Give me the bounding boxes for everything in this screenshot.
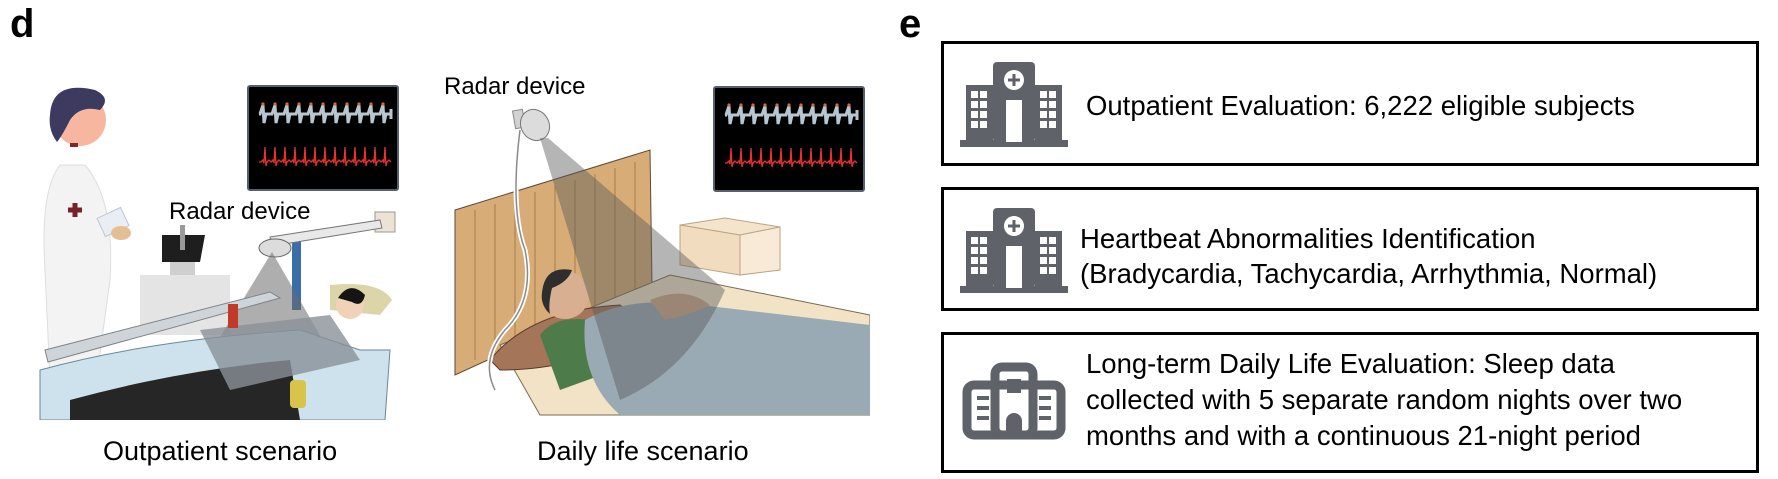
vital-signs-monitor xyxy=(247,85,399,191)
peak-marker xyxy=(345,102,349,106)
peak-marker xyxy=(381,102,385,106)
box-text-line: months and with a continuous 21-night pe… xyxy=(1086,420,1641,451)
hospital-icon xyxy=(960,62,1068,147)
outpatient-scene-illustration xyxy=(39,87,396,420)
radar-beam xyxy=(540,138,725,400)
peak-marker xyxy=(357,102,361,106)
peak-marker xyxy=(261,102,265,106)
peak-marker xyxy=(297,102,301,106)
box-text-line: Long-term Daily Life Evaluation: Sleep d… xyxy=(1086,348,1615,379)
heartbeat-abnormalities-box: Heartbeat Abnormalities Identification (… xyxy=(941,187,1759,311)
box-text-line: collected with 5 separate random nights … xyxy=(1086,384,1683,415)
radar-waveform xyxy=(258,104,393,124)
peak-marker xyxy=(823,103,827,107)
peak-marker xyxy=(727,103,731,107)
peak-marker xyxy=(273,102,277,106)
peak-marker xyxy=(285,102,289,106)
hospital-bed xyxy=(39,284,392,420)
peak-marker xyxy=(739,103,743,107)
peak-marker xyxy=(751,103,755,107)
box-text-line: (Bradycardia, Tachycardia, Arrhythmia, N… xyxy=(1080,258,1658,289)
panel-label-e: e xyxy=(899,2,922,46)
ecg-waveform xyxy=(259,146,392,167)
daily-life-scene-illustration xyxy=(454,108,870,416)
peak-marker xyxy=(799,103,803,107)
peak-marker xyxy=(309,102,313,106)
doctor-figure xyxy=(43,87,131,391)
long-term-daily-life-box: Long-term Daily Life Evaluation: Sleep d… xyxy=(941,332,1759,473)
peak-marker xyxy=(835,103,839,107)
outpatient-scenario-caption: Outpatient scenario xyxy=(103,436,338,466)
box-text: Long-term Daily Life Evaluation: Sleep d… xyxy=(1086,346,1682,454)
nightstand xyxy=(679,217,781,276)
radar-device-lamp xyxy=(486,108,551,392)
hospital-icon xyxy=(960,208,1068,293)
box-text: Heartbeat Abnormalities Identification (… xyxy=(1080,221,1657,291)
radar-device-label: Radar device xyxy=(444,73,586,100)
outpatient-evaluation-box: Outpatient Evaluation: 6,222 eligible su… xyxy=(941,41,1759,166)
peak-marker xyxy=(333,102,337,106)
office-building-icon xyxy=(962,362,1066,440)
peak-marker xyxy=(321,102,325,106)
peak-marker xyxy=(847,103,851,107)
ecg-waveform xyxy=(725,147,858,168)
box-text: Outpatient Evaluation: 6,222 eligible su… xyxy=(1086,88,1635,123)
blanket xyxy=(584,302,870,415)
radar-device-label: Radar device xyxy=(169,198,311,225)
peak-marker xyxy=(763,103,767,107)
peak-marker xyxy=(787,103,791,107)
peak-marker xyxy=(369,102,373,106)
peak-marker xyxy=(811,103,815,107)
radar-device-arm xyxy=(258,211,396,258)
radar-waveform xyxy=(724,105,859,125)
vital-signs-monitor xyxy=(713,86,865,192)
box-text-line: Outpatient Evaluation: 6,222 eligible su… xyxy=(1086,90,1635,121)
daily-life-scenario-caption: Daily life scenario xyxy=(537,436,749,466)
panel-label-d: d xyxy=(10,2,35,46)
box-text-line: Heartbeat Abnormalities Identification xyxy=(1080,223,1536,254)
peak-marker xyxy=(775,103,779,107)
